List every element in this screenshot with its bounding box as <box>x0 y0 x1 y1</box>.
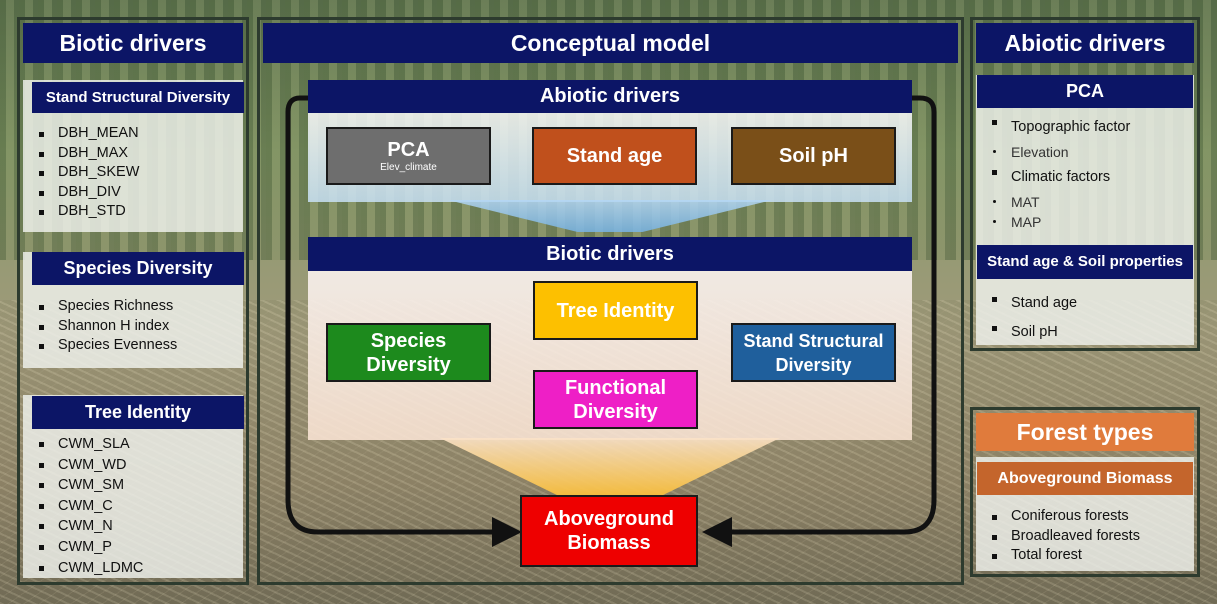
stand-soil-heading: Stand age & Soil properties <box>977 245 1193 279</box>
species-heading: Species Diversity <box>32 252 244 285</box>
pca-label: PCA <box>387 139 430 161</box>
list-item: Species Richness <box>34 297 177 317</box>
functional-diversity-box: Functional Diversity <box>533 370 698 429</box>
list-item: CWM_P <box>34 537 143 558</box>
right-panel-title: Abiotic drivers <box>976 23 1194 63</box>
soil-ph-label: Soil pH <box>779 145 848 167</box>
species-diversity-box: Species Diversity <box>326 323 491 382</box>
forest-panel: Forest types Aboveground Biomass Conifer… <box>970 407 1200 577</box>
center-panel-title: Conceptual model <box>263 23 958 63</box>
list-item: MAP <box>987 212 1130 232</box>
left-panel: Biotic drivers Stand Structural Diversit… <box>17 17 249 585</box>
soil-ph-box: Soil pH <box>731 127 896 185</box>
stand-age-box: Stand age <box>532 127 697 185</box>
stand-structural-label: Stand Structural Diversity <box>743 330 884 375</box>
list-item: Soil pH <box>987 318 1077 347</box>
left-panel-title: Biotic drivers <box>23 23 243 63</box>
list-item: CWM_N <box>34 516 143 537</box>
list-item: CWM_C <box>34 496 143 517</box>
biotic-band: Biotic drivers <box>308 237 912 271</box>
list-item: Topographic factor <box>987 112 1130 142</box>
stand-structural-box: Stand Structural Diversity <box>731 323 896 382</box>
list-item: Shannon H index <box>34 317 177 337</box>
pca-sublabel: Elev_climate <box>380 162 437 173</box>
list-item: Stand age <box>987 289 1077 318</box>
aboveground-biomass-box: Aboveground Biomass <box>520 495 698 567</box>
list-item: CWM_SLA <box>34 434 143 455</box>
list-item: Broadleaved forests <box>987 527 1140 547</box>
identity-heading: Tree Identity <box>32 396 244 429</box>
pca-card <box>976 75 1194 345</box>
list-item: DBH_MAX <box>34 144 139 164</box>
species-diversity-label: Species Diversity <box>366 329 451 376</box>
functional-diversity-label: Functional Diversity <box>564 376 667 423</box>
list-item: MAT <box>987 192 1130 212</box>
list-item: DBH_DIV <box>34 183 139 203</box>
list-item: Elevation <box>987 142 1130 162</box>
list-item: CWM_LDMC <box>34 558 143 579</box>
list-item: DBH_SKEW <box>34 163 139 183</box>
center-panel: Conceptual model <box>257 17 964 585</box>
list-item: Climatic factors <box>987 162 1130 192</box>
structural-heading: Stand Structural Diversity <box>32 82 244 113</box>
list-item: Coniferous forests <box>987 507 1140 527</box>
list-item: CWM_WD <box>34 455 143 476</box>
list-item: CWM_SM <box>34 475 143 496</box>
forest-heading: Aboveground Biomass <box>977 462 1193 495</box>
pca-heading: PCA <box>977 75 1193 108</box>
list-item: DBH_MEAN <box>34 124 139 144</box>
list-item: Total forest <box>987 546 1140 566</box>
tree-identity-label: Tree Identity <box>556 299 675 322</box>
aboveground-biomass-label: Aboveground Biomass <box>544 508 674 554</box>
tree-identity-box: Tree Identity <box>533 281 698 340</box>
abiotic-band: Abiotic drivers <box>308 80 912 113</box>
pca-box: PCA Elev_climate <box>326 127 491 185</box>
list-item: DBH_STD <box>34 202 139 222</box>
list-item: Species Evenness <box>34 336 177 356</box>
forest-panel-title: Forest types <box>976 413 1194 451</box>
stand-age-label: Stand age <box>566 145 663 167</box>
